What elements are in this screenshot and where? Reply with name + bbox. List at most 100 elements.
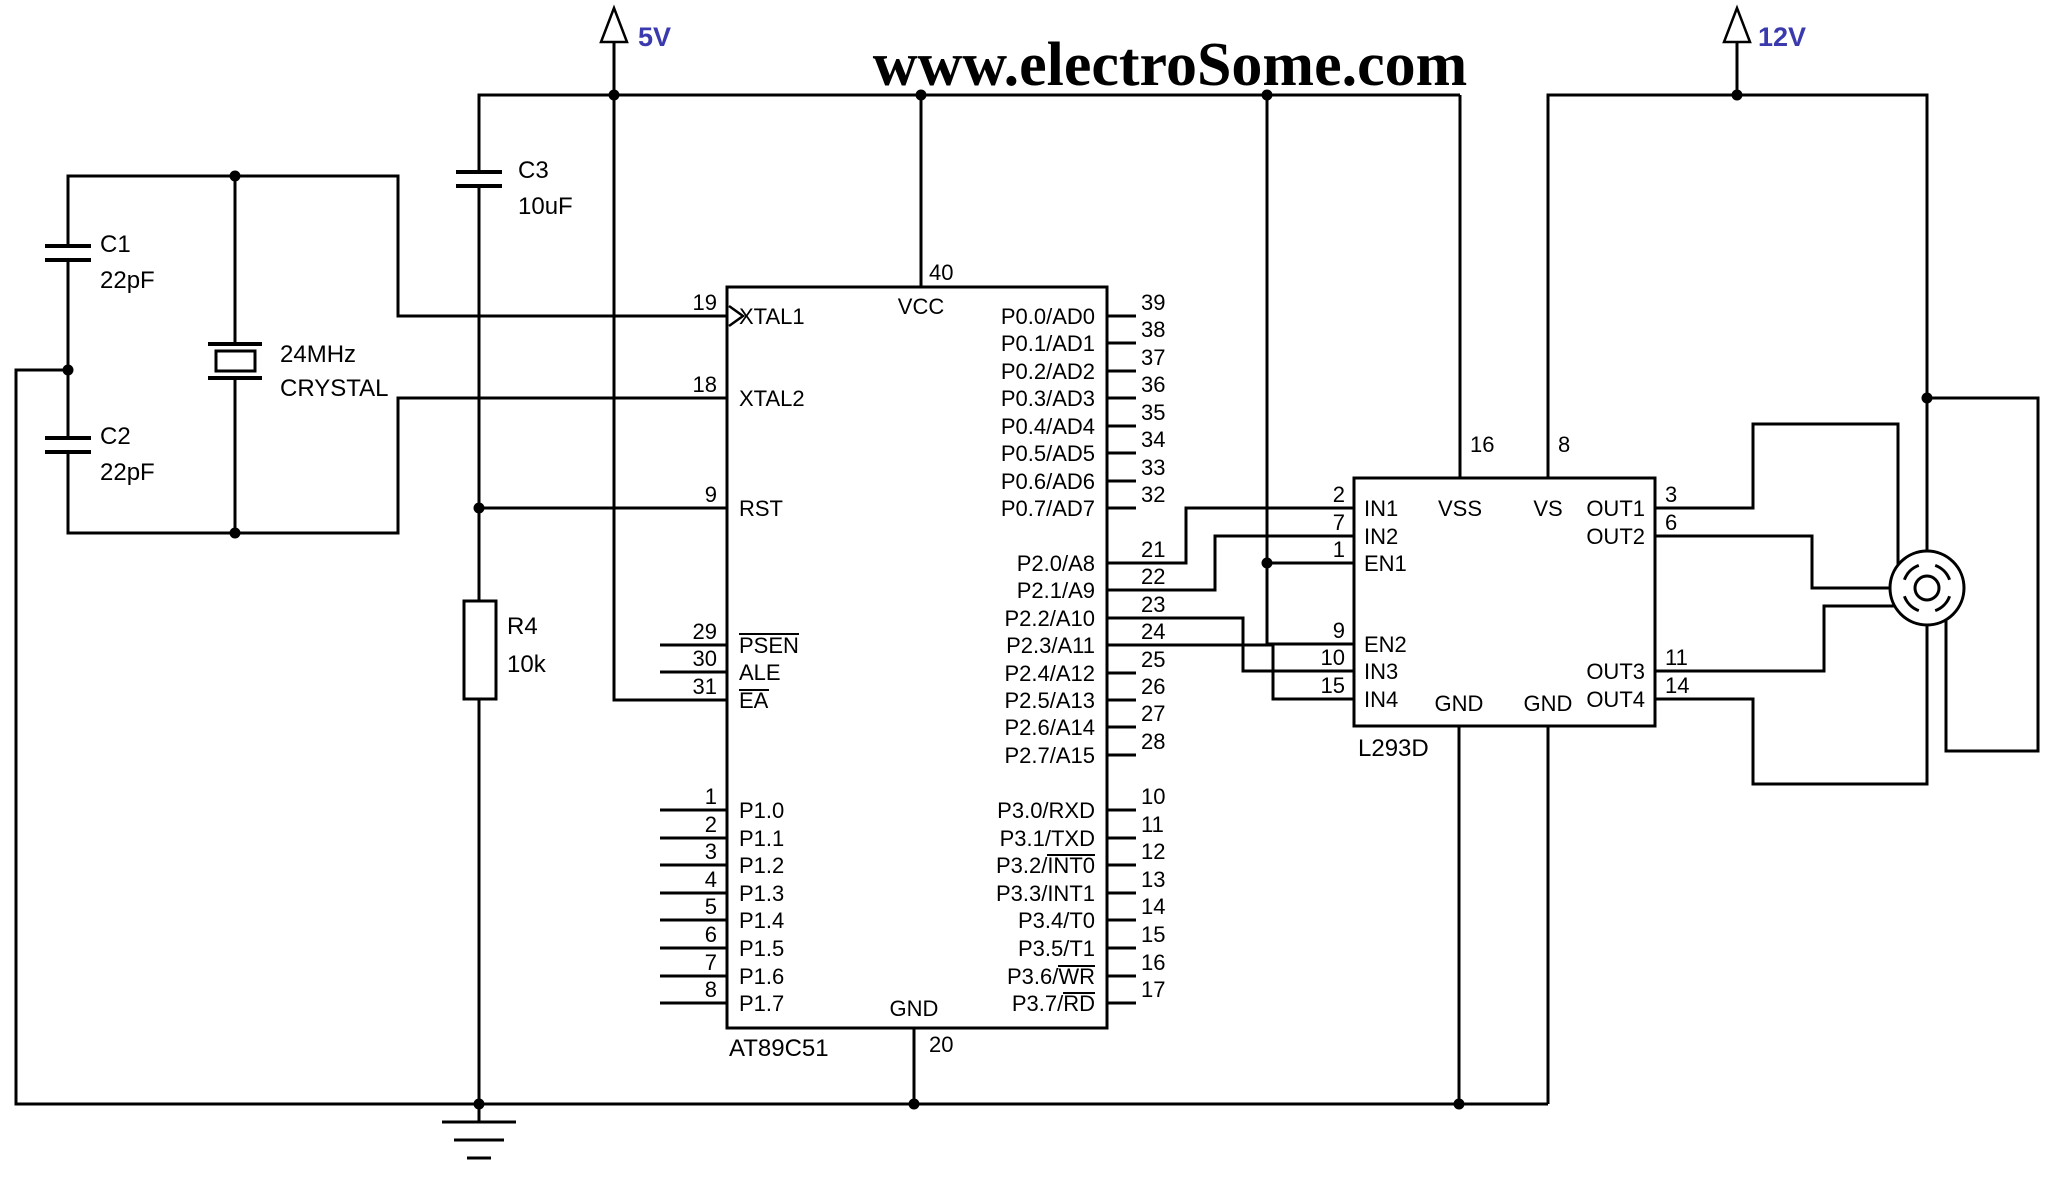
pin-number: 10	[1321, 645, 1345, 670]
pin-name: P2.6/A14	[1004, 715, 1095, 740]
mcu-right-pin-stubs	[1107, 314, 1136, 1005]
pin-number: 9	[1333, 618, 1345, 643]
pin-name: P2.5/A13	[1004, 688, 1095, 713]
pin-number: 1	[1333, 537, 1345, 562]
crystal-value: 24MHz	[280, 341, 356, 368]
pin-number: 19	[693, 290, 717, 315]
junction-dot	[608, 89, 620, 101]
pin-name: P0.3/AD3	[1001, 386, 1095, 411]
pin-number: 12	[1141, 839, 1165, 864]
crystal-body-icon	[214, 349, 257, 373]
pin-number: 26	[1141, 674, 1165, 699]
pin-name: P0.1/AD1	[1001, 331, 1095, 356]
junction-dot	[1261, 89, 1273, 101]
pin-name: P1.2	[739, 853, 784, 878]
pin-name: IN3	[1364, 659, 1398, 684]
pin-name: P3.7/RD	[1012, 991, 1095, 1016]
wire-driver-to-motor	[1655, 422, 1929, 786]
pin-number: 11	[1665, 645, 1688, 670]
pin-name: VSS	[1438, 496, 1482, 521]
capacitor-c3-plates-icon	[456, 170, 502, 188]
pin-number: 2	[705, 812, 717, 837]
pin-number: 8	[705, 977, 717, 1002]
pin-name: P2.1/A9	[1017, 578, 1095, 603]
wire-gnd-net	[14, 368, 1550, 1122]
pin-number: 35	[1141, 400, 1165, 425]
pin-number: 15	[1321, 673, 1345, 698]
ground-symbol-icon	[442, 1120, 516, 1160]
supply-5v-label: 5V	[638, 22, 671, 52]
mcu-gnd-name: GND	[890, 996, 939, 1021]
pin-name: P2.2/A10	[1004, 606, 1095, 631]
resistor-r4-value: 10k	[507, 651, 547, 678]
capacitor-c3-value: 10uF	[518, 193, 573, 220]
pin-name: EN1	[1364, 551, 1407, 576]
pin-name: P1.6	[739, 964, 784, 989]
supply-12v-arrow-icon	[1722, 4, 1752, 44]
junction-dot	[1261, 557, 1273, 569]
pin-name: OUT1	[1586, 496, 1645, 521]
pin-name: IN4	[1364, 687, 1398, 712]
pin-number: 34	[1141, 427, 1165, 452]
pin-number: 21	[1141, 537, 1165, 562]
pin-number: 15	[1141, 922, 1165, 947]
capacitor-c1-value: 22pF	[100, 267, 155, 294]
supply-12v-label: 12V	[1758, 22, 1806, 52]
pin-number: 4	[705, 867, 717, 892]
pin-name: P0.7/AD7	[1001, 496, 1095, 521]
pin-number: 39	[1141, 290, 1165, 315]
stepper-motor	[1888, 549, 1966, 627]
junction-dot	[1453, 1098, 1465, 1110]
xtal1-clock-marker-icon	[728, 304, 746, 328]
junction-dot	[908, 1098, 920, 1110]
pin-name: P3.1/TXD	[1000, 826, 1095, 851]
junction-dots	[62, 89, 1933, 1110]
pin-number: 29	[693, 619, 717, 644]
pin-name: P3.4/T0	[1018, 908, 1095, 933]
pin-number: 10	[1141, 784, 1165, 809]
resistor-r4-body-icon	[462, 599, 498, 701]
pin-name: ALE	[739, 660, 781, 685]
pin-name: RST	[739, 496, 783, 521]
pin-number: 22	[1141, 564, 1165, 589]
pin-name: P2.4/A12	[1004, 661, 1095, 686]
junction-dot	[1921, 392, 1933, 404]
pin-number: 14	[1665, 673, 1689, 698]
pin-number: 16	[1470, 432, 1494, 457]
pin-name: VS	[1533, 496, 1562, 521]
pin-name: XTAL2	[739, 386, 805, 411]
pin-name: P0.4/AD4	[1001, 414, 1095, 439]
driver-label: L293D	[1358, 735, 1429, 762]
mcu-left-pin-stubs	[660, 643, 727, 1005]
pin-name: P0.2/AD2	[1001, 359, 1095, 384]
pin-name: P3.2/INT0	[996, 853, 1095, 878]
junction-dot	[915, 89, 927, 101]
wire-reset-net	[477, 186, 727, 601]
pin-name: P1.0	[739, 798, 784, 823]
pin-number: 24	[1141, 619, 1165, 644]
junction-dot	[473, 1098, 485, 1110]
pin-name: P1.1	[739, 826, 784, 851]
pin-name: OUT2	[1586, 524, 1645, 549]
pin-name: IN2	[1364, 524, 1398, 549]
pin-number: 36	[1141, 372, 1165, 397]
pin-number: 14	[1141, 894, 1165, 919]
pin-number: 38	[1141, 317, 1165, 342]
pin-name: P3.5/T1	[1018, 936, 1095, 961]
pin-number: 37	[1141, 345, 1165, 370]
pin-name: P0.5/AD5	[1001, 441, 1095, 466]
pin-number: 2	[1333, 482, 1345, 507]
pin-name: P0.0/AD0	[1001, 304, 1095, 329]
crystal-plates-icon	[208, 342, 262, 380]
pin-number: 32	[1141, 482, 1165, 507]
pin-number: 18	[693, 372, 717, 397]
junction-dot	[229, 170, 241, 182]
mcu-label: AT89C51	[729, 1035, 829, 1062]
pin-number: 3	[1665, 482, 1677, 507]
pin-name: P2.0/A8	[1017, 551, 1095, 576]
pin-name: P1.4	[739, 908, 784, 933]
pin-number: 28	[1141, 729, 1165, 754]
pin-number: 23	[1141, 592, 1165, 617]
motor-shaft-icon	[1913, 574, 1941, 602]
mcu-gnd-num: 20	[929, 1032, 953, 1057]
